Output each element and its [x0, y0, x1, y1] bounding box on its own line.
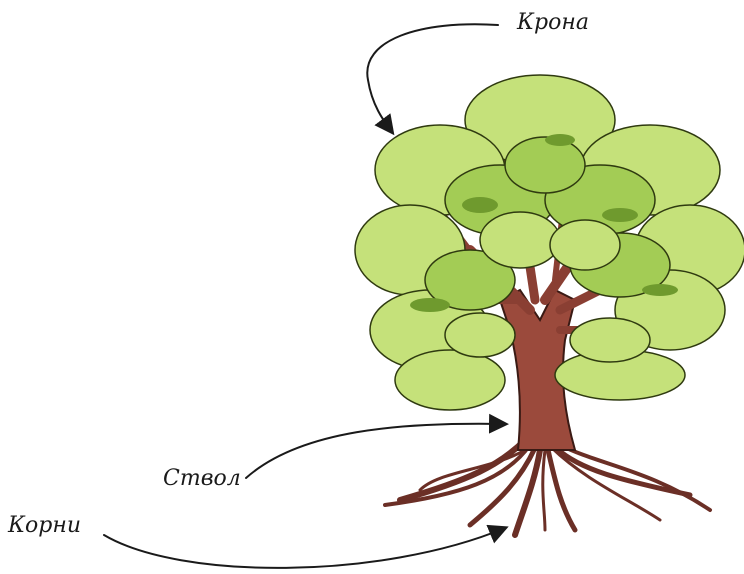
roots-label: Корни — [8, 513, 81, 538]
roots — [385, 440, 710, 535]
crown-label: Крона — [517, 10, 589, 35]
trunk-label: Ствол — [163, 466, 241, 491]
roots-arrow — [104, 528, 505, 568]
